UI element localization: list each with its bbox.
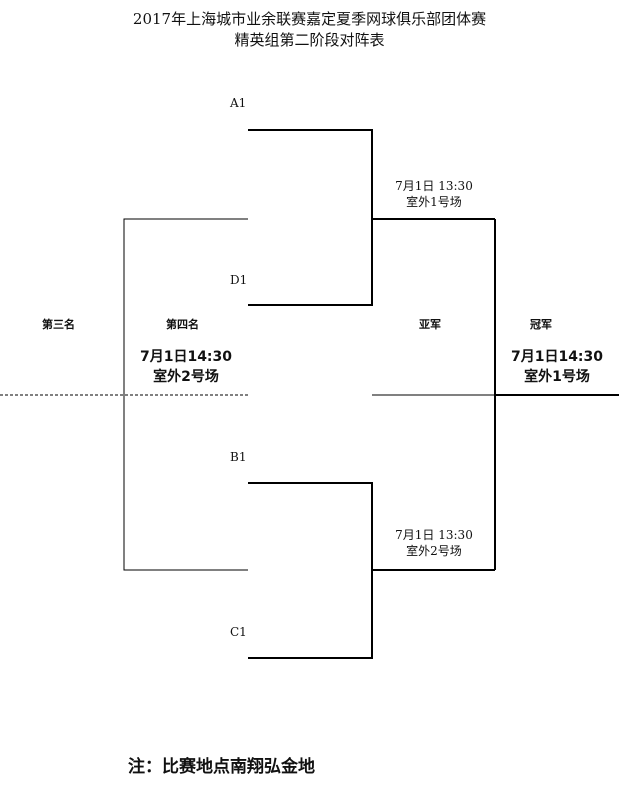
seed-label-d1: D1: [230, 273, 248, 287]
semi-bottom-schedule: 7月1日 13:30 室外2号场: [372, 527, 496, 559]
bracket-line-third-place: [123, 218, 248, 571]
third-match-time: 7月1日14:30: [139, 349, 233, 365]
seed-label-a1: A1: [230, 96, 247, 110]
page-subtitle: 精英组第二阶段对阵表: [234, 31, 385, 49]
venue-note: 注：比赛地点南翔弘金地: [128, 757, 315, 777]
final-match-venue: 室外1号场: [524, 369, 590, 385]
semi-top-venue: 室外1号场: [406, 195, 462, 209]
final-match-time: 7月1日14:30: [510, 349, 604, 365]
bracket-line-bottom-semi: [248, 482, 373, 659]
final-match-schedule: 7月1日14:30 室外1号场: [495, 347, 619, 387]
seed-label-b1: B1: [230, 450, 247, 464]
semi-top-time: 7月1日 13:30: [395, 179, 473, 193]
semi-top-schedule: 7月1日 13:30 室外1号场: [372, 178, 496, 210]
semi-bottom-venue: 室外2号场: [406, 544, 462, 558]
fourth-place-label: 第四名: [166, 318, 199, 331]
seed-label-c1: C1: [230, 625, 247, 639]
page-title: 2017年上海城市业余联赛嘉定夏季网球俱乐部团体赛: [132, 10, 487, 28]
third-place-label: 第三名: [42, 318, 75, 331]
runner-up-label: 亚军: [419, 318, 441, 331]
third-match-schedule: 7月1日14:30 室外2号场: [124, 347, 248, 387]
third-match-venue: 室外2号场: [153, 369, 219, 385]
champion-label: 冠军: [530, 318, 552, 331]
bracket-line-top-semi: [248, 129, 373, 306]
semi-bottom-time: 7月1日 13:30: [395, 528, 473, 542]
